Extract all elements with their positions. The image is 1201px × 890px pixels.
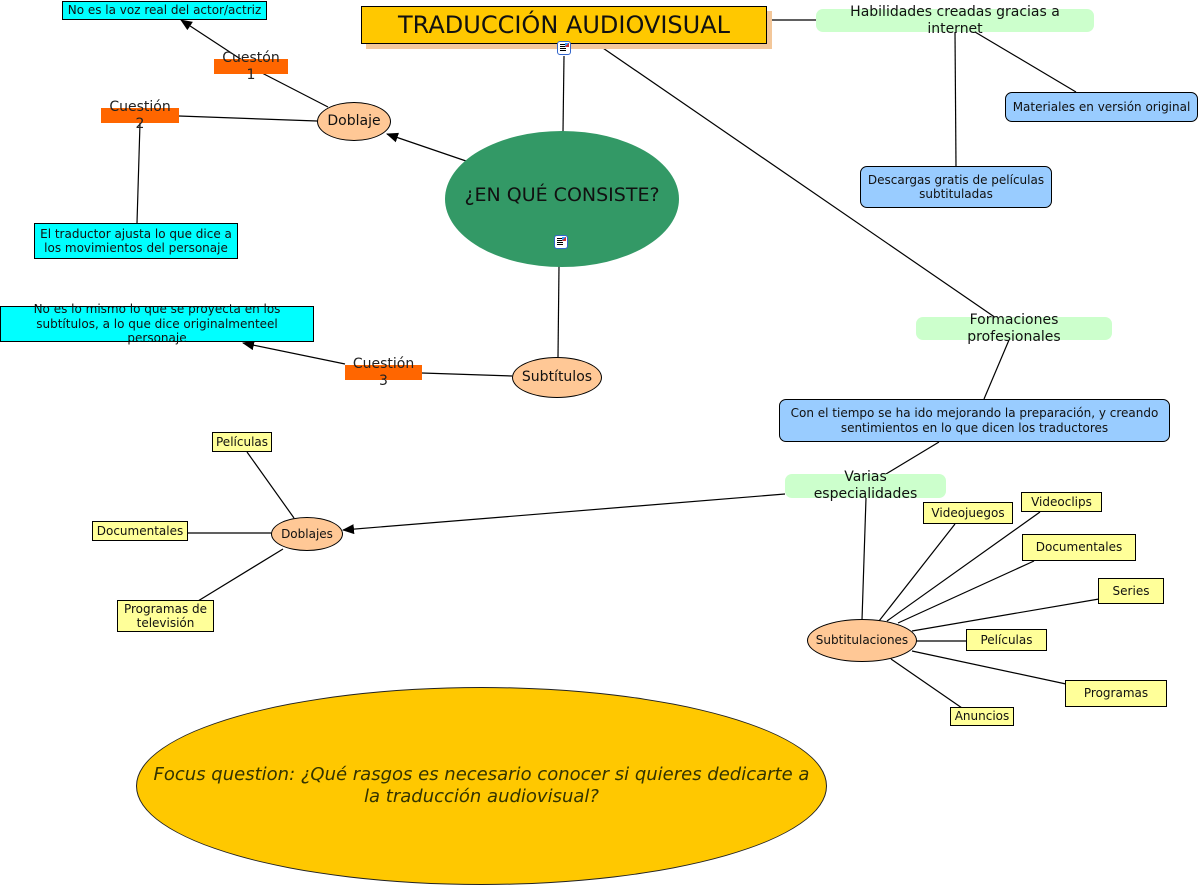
resource-document-icon[interactable] bbox=[554, 235, 568, 249]
concept-no-es-lo-mismo[interactable]: No es lo mismo lo que se proyecta en los… bbox=[0, 302, 314, 345]
link-sub-anuncios bbox=[890, 658, 963, 709]
link-sub-videoclips bbox=[886, 511, 1041, 622]
link-title-formaciones bbox=[599, 45, 997, 319]
link-title-center bbox=[562, 55, 565, 133]
concept-sub-anuncios[interactable]: Anuncios bbox=[950, 707, 1014, 726]
link-formaciones-contiempo bbox=[983, 339, 1010, 400]
link-center-doblaje bbox=[386, 132, 467, 162]
concept-sub-videojuegos[interactable]: Videojuegos bbox=[923, 502, 1013, 524]
link-varias-subtitulaciones bbox=[861, 497, 867, 621]
concept-sub-series[interactable]: Series bbox=[1098, 578, 1164, 604]
link-center-subtitulos bbox=[557, 265, 560, 358]
concept-label: ¿EN QUÉ CONSISTE? bbox=[464, 183, 660, 206]
concept-sub-peliculas[interactable]: Películas bbox=[966, 629, 1047, 651]
concept-doblaje[interactable]: Doblaje bbox=[317, 102, 391, 141]
concept-doblajes[interactable]: Doblajes bbox=[271, 517, 343, 551]
concept-formaciones[interactable]: Formaciones profesionales bbox=[916, 312, 1112, 345]
concept-title[interactable]: TRADUCCIÓN AUDIOVISUAL bbox=[361, 6, 767, 44]
link-habilidades-descargas bbox=[954, 31, 957, 168]
concept-voz-real[interactable]: No es la voz real del actor/actriz bbox=[62, 1, 267, 20]
link-habilidades-materiales bbox=[974, 31, 1077, 93]
link-doblaje-cuestion1 bbox=[261, 72, 329, 108]
link-doblajes-programas bbox=[197, 548, 284, 602]
link-sub-programas bbox=[911, 650, 1067, 685]
concept-subtitulaciones[interactable]: Subtitulaciones bbox=[807, 619, 917, 662]
link-cuestion1-vozreal bbox=[180, 19, 243, 61]
link-label-cuestion-3[interactable]: Cuestión 3 bbox=[345, 356, 422, 389]
link-label-cuestion-1[interactable]: Cuestón 1 bbox=[214, 50, 288, 83]
concept-sub-documentales[interactable]: Documentales bbox=[1022, 534, 1136, 561]
link-label-cuestion-2[interactable]: Cuestión 2 bbox=[101, 99, 179, 132]
link-sub-series bbox=[911, 598, 1100, 632]
concept-descargas[interactable]: Descargas gratis de películas subtitulad… bbox=[860, 166, 1052, 208]
concept-varias-especialidades[interactable]: Varias especialidades bbox=[785, 469, 946, 502]
concept-sub-programas[interactable]: Programas bbox=[1065, 680, 1167, 707]
link-sub-videojuegos bbox=[878, 523, 956, 622]
concept-doblajes-documentales[interactable]: Documentales bbox=[92, 521, 188, 541]
link-doblajes-peliculas bbox=[246, 451, 295, 519]
concept-habilidades[interactable]: Habilidades creadas gracias a internet bbox=[816, 4, 1094, 37]
concept-traductor-ajusta[interactable]: El traductor ajusta lo que dice a los mo… bbox=[34, 223, 238, 259]
link-sub-documentales bbox=[897, 560, 1035, 624]
concept-doblajes-programas-tv[interactable]: Programas de televisión bbox=[117, 600, 214, 632]
concept-doblajes-peliculas[interactable]: Películas bbox=[212, 432, 272, 452]
link-varias-doblajes bbox=[342, 493, 786, 535]
link-subtitulos-cuestion3 bbox=[421, 372, 513, 377]
link-cuestion3-noesmismo bbox=[242, 340, 346, 365]
link-doblaje-cuestion2 bbox=[178, 115, 318, 122]
focus-question[interactable]: Focus question: ¿Qué rasgos es necesario… bbox=[136, 687, 827, 885]
link-cuestion2-ajusta bbox=[136, 122, 141, 224]
link-contiempo-varias bbox=[885, 441, 940, 475]
concept-sub-videoclips[interactable]: Videoclips bbox=[1021, 492, 1102, 512]
concept-con-el-tiempo[interactable]: Con el tiempo se ha ido mejorando la pre… bbox=[779, 399, 1170, 442]
concept-subtitulos[interactable]: Subtítulos bbox=[512, 357, 602, 398]
resource-document-icon[interactable] bbox=[557, 41, 571, 55]
concept-materiales[interactable]: Materiales en versión original bbox=[1005, 92, 1198, 122]
